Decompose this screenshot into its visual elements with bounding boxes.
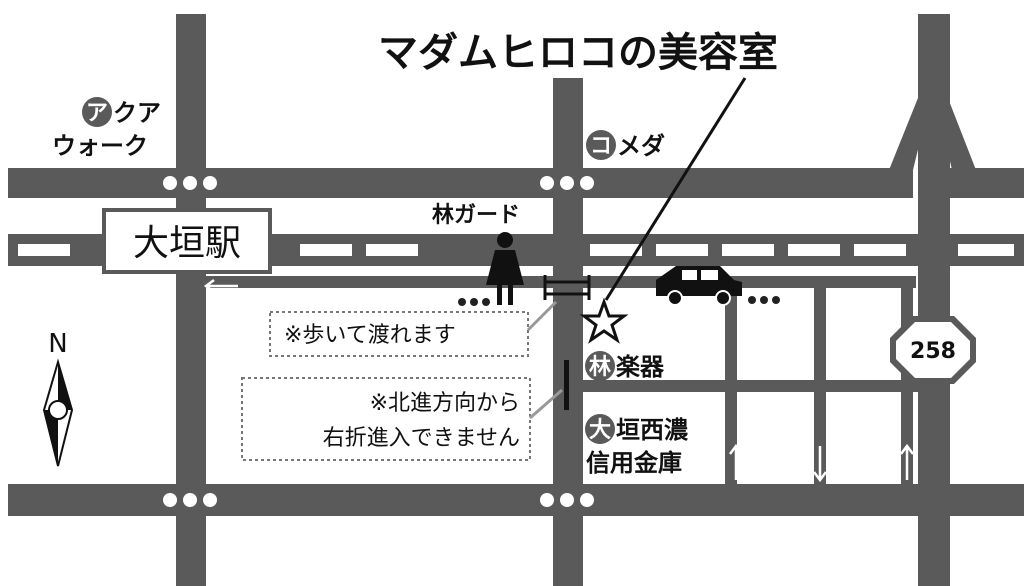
ellipsis-dots <box>458 296 780 306</box>
svg-text:垣西濃: 垣西濃 <box>616 416 689 444</box>
traffic-signals <box>163 176 594 507</box>
road-bottom-horizontal <box>8 484 1024 516</box>
landmark-ogaki-seino-bank: 大 垣西濃 信用金庫 <box>585 414 689 477</box>
svg-text:林: 林 <box>589 355 611 380</box>
pedestrian-crossing-icon <box>543 275 591 300</box>
svg-text:ウォーク: ウォーク <box>52 132 148 160</box>
svg-text:ア: ア <box>86 101 108 126</box>
svg-text:※北進方向から: ※北進方向から <box>370 391 520 416</box>
map-title: マダムヒロコの美容室 <box>378 29 778 76</box>
note-no-right-turn: ※北進方向から 右折進入できません <box>241 377 563 461</box>
svg-text:コ: コ <box>590 134 612 159</box>
street-h1 <box>583 380 918 392</box>
car-icon <box>656 266 742 306</box>
station-box: 大垣駅 <box>102 208 272 274</box>
pedestrian-icon <box>486 232 524 305</box>
station-name: 大垣駅 <box>133 223 241 264</box>
landmark-aqua-walk: ア クア ウォーク <box>52 97 161 160</box>
landmark-komeda: コ メダ <box>586 130 665 160</box>
road-left-vertical <box>176 14 206 586</box>
compass-north-label: N <box>48 329 67 359</box>
label-hayashi-guard: 林ガード <box>432 203 520 228</box>
ramp-left <box>889 88 930 170</box>
destination-star-icon <box>579 297 629 344</box>
compass-icon: N <box>42 329 74 467</box>
no-entry-bar-icon <box>564 360 569 410</box>
road-top-horizontal-east <box>950 168 1024 198</box>
ramp-right <box>936 88 976 170</box>
svg-text:楽器: 楽器 <box>616 353 665 381</box>
svg-text:258: 258 <box>910 339 956 364</box>
one-way-arrows <box>203 279 914 483</box>
svg-text:大: 大 <box>589 418 611 443</box>
road-top-horizontal <box>8 168 913 198</box>
route-258-shield: 258 <box>890 316 976 384</box>
svg-text:右折進入できません: 右折進入できません <box>323 426 520 451</box>
svg-text:信用金庫: 信用金庫 <box>586 449 682 477</box>
landmark-hayashi-gakki: 林 楽器 <box>585 351 665 381</box>
svg-text:メダ: メダ <box>617 132 665 160</box>
svg-text:※歩いて渡れます: ※歩いて渡れます <box>284 323 456 348</box>
svg-text:クア: クア <box>113 99 161 127</box>
note-walk: ※歩いて渡れます <box>269 300 558 357</box>
road-middle-vertical <box>553 78 583 586</box>
destination-pointer-line <box>604 77 747 301</box>
